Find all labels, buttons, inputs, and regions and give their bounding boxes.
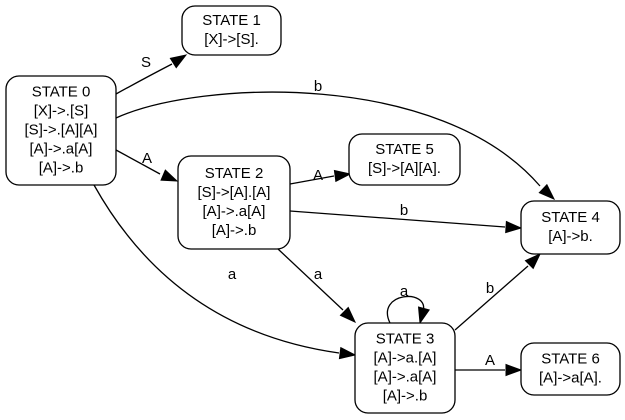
state-item: [A]->.b [383, 387, 428, 404]
state-node-s3: STATE 3 [A]->a.[A] [A]->.a[A] [A]->.b [354, 322, 456, 414]
state-title: STATE 5 [375, 141, 434, 158]
state-title: STATE 6 [541, 350, 600, 367]
transition-label: A [142, 150, 152, 167]
state-title: STATE 3 [376, 330, 435, 347]
transition-line [289, 175, 335, 185]
transition-line [386, 295, 425, 324]
arrowhead-icon [524, 252, 542, 270]
transition-label: b [400, 202, 408, 219]
transition-s0-s1: S [115, 54, 188, 95]
transition-s2-s5: A [289, 167, 352, 185]
state-item: [X]->[S]. [204, 31, 259, 48]
state-title: STATE 0 [32, 83, 91, 100]
state-box [181, 5, 282, 56]
arrowhead-icon [339, 306, 357, 324]
transition-s3-s4: b [454, 252, 542, 331]
state-item: [A]->.a[A] [374, 368, 437, 385]
arrowhead-icon [505, 220, 523, 234]
transition-s2-s4: b [289, 202, 523, 234]
state-title: STATE 1 [202, 12, 261, 29]
state-node-s6: STATE 6 [A]->a[A]. [520, 342, 621, 396]
transition-line [454, 265, 529, 331]
state-box [5, 75, 117, 186]
transition-s0-s2: A [115, 149, 179, 182]
state-item: [A]->.a[A] [30, 140, 93, 157]
state-box [354, 322, 456, 414]
arrowhead-icon [538, 183, 556, 200]
state-title: STATE 2 [205, 165, 264, 182]
transition-line [115, 63, 173, 95]
transition-s3-s3: a [386, 283, 430, 325]
transition-label: A [485, 352, 495, 369]
transition-label: b [314, 78, 322, 95]
state-node-s1: STATE 1 [X]->[S]. [181, 5, 282, 56]
transition-s2-s3: a [277, 248, 357, 324]
state-node-s4: STATE 4 [A]->b. [520, 200, 621, 255]
arrowhead-icon [417, 306, 430, 325]
transition-label: a [228, 266, 237, 283]
state-node-s0: STATE 0 [X]->.[S] [S]->.[A][A] [A]->.a[A] [A… [5, 75, 117, 186]
transition-line [289, 210, 506, 228]
state-box [177, 155, 291, 250]
state-item: [A]->a[A]. [539, 369, 602, 386]
transition-s3-s6: A [455, 352, 523, 377]
state-item: [A]->a.[A] [374, 349, 437, 366]
transition-line [115, 91, 541, 187]
state-item: [A]->.b [212, 222, 257, 239]
transition-line [277, 248, 344, 311]
transition-label: a [314, 266, 323, 283]
state-item: [S]->[A][A]. [368, 160, 441, 177]
transition-label: S [141, 54, 151, 71]
state-box [348, 133, 461, 186]
state-node-s5: STATE 5 [S]->[A][A]. [348, 133, 461, 186]
state-item: [A]->.b [39, 159, 84, 176]
transition-label: b [486, 280, 494, 297]
state-node-s2: STATE 2 [S]->[A].[A] [A]->.a[A] [A]->.b [177, 155, 291, 250]
state-box [520, 200, 621, 255]
arrowhead-icon [333, 169, 352, 183]
arrowhead-icon [169, 54, 188, 69]
transition-s0-s3: a [93, 184, 357, 360]
arrowhead-icon [160, 169, 179, 182]
state-item: [X]->.[S] [34, 102, 89, 119]
transition-line [93, 184, 340, 354]
state-item: [S]->.[A][A] [25, 121, 98, 138]
state-box [520, 342, 621, 396]
state-item: [S]->[A].[A] [198, 184, 271, 201]
arrowhead-icon [505, 363, 523, 377]
transition-line [115, 149, 161, 175]
arrowhead-icon [338, 346, 357, 360]
state-title: STATE 4 [541, 209, 600, 226]
transition-s0-s4: b [115, 78, 556, 200]
transition-label: A [313, 167, 323, 184]
transition-label: a [400, 283, 409, 300]
state-item: [A]->.a[A] [203, 203, 266, 220]
state-item: [A]->b. [548, 228, 593, 245]
